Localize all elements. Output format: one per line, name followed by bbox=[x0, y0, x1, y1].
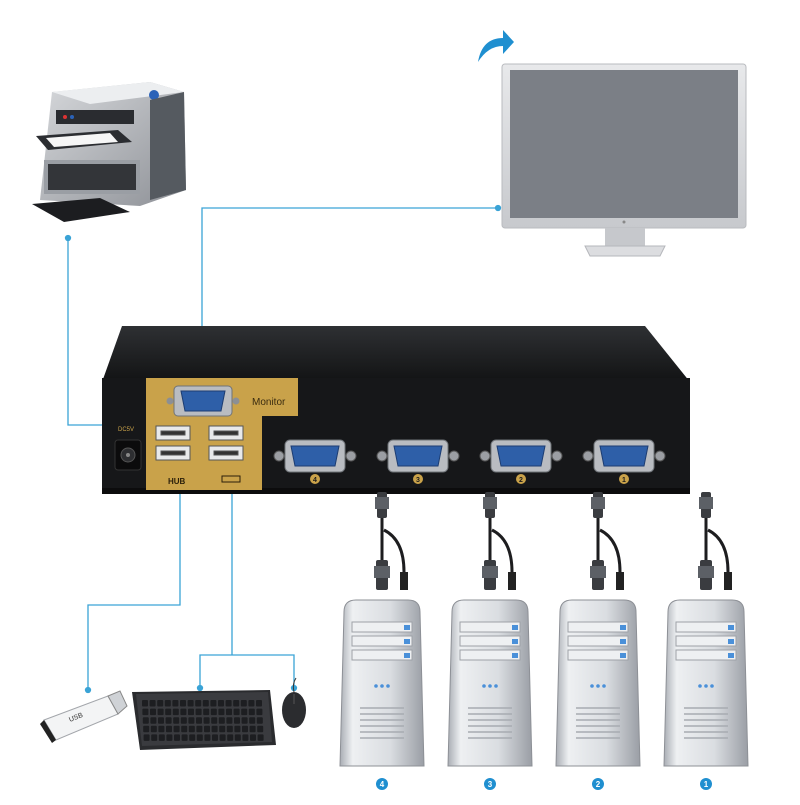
computers: 4 3 2 1 bbox=[339, 492, 749, 790]
computer-number-badge bbox=[484, 778, 496, 790]
tower-case bbox=[339, 599, 425, 767]
computer-number-label: 3 bbox=[488, 780, 493, 789]
kvm-cable bbox=[374, 492, 408, 590]
pc-vga-port-4: 4 bbox=[273, 439, 357, 484]
monitor bbox=[478, 30, 747, 257]
usb-ports bbox=[155, 425, 244, 461]
tower-case bbox=[447, 599, 533, 767]
arrow-icon bbox=[478, 30, 514, 62]
pc-port-number: 4 bbox=[313, 477, 317, 484]
usb-stick: USB bbox=[40, 690, 128, 743]
monitor-screen bbox=[510, 70, 738, 218]
pc-port-number: 2 bbox=[519, 477, 523, 484]
pc-vga-port-1: 1 bbox=[582, 439, 666, 484]
kvm-cable bbox=[590, 492, 624, 590]
keyboard bbox=[132, 690, 276, 750]
hub-label: HUB bbox=[168, 477, 186, 486]
monitor-vga-port bbox=[166, 385, 240, 417]
computer-number-badge bbox=[376, 778, 388, 790]
pc-port-number: 1 bbox=[622, 477, 626, 484]
computer-number-badge bbox=[700, 778, 712, 790]
kvm-switch: DC5V Monitor HUB 4 3 2 1 bbox=[102, 326, 690, 494]
tower-case bbox=[663, 599, 749, 767]
power-input: DC5V bbox=[114, 427, 142, 471]
computer-number-label: 2 bbox=[596, 780, 601, 789]
pc-vga-port-2: 2 bbox=[479, 439, 563, 484]
pc-port-number: 3 bbox=[416, 477, 420, 484]
computer-4: 4 bbox=[339, 492, 425, 790]
computer-3: 3 bbox=[447, 492, 533, 790]
kvm-cable bbox=[698, 492, 732, 590]
computer-2: 2 bbox=[555, 492, 641, 790]
computer-number-label: 1 bbox=[704, 780, 709, 789]
computer-number-label: 4 bbox=[380, 780, 385, 789]
usb-stick-cable-line bbox=[87, 490, 181, 690]
mouse bbox=[282, 677, 306, 728]
pc-vga-ports: 4 3 2 1 bbox=[273, 439, 666, 484]
power-label: DC5V bbox=[118, 427, 134, 433]
pc-vga-port-3: 3 bbox=[376, 439, 460, 484]
monitor-port-label: Monitor bbox=[252, 397, 286, 408]
tower-case bbox=[555, 599, 641, 767]
keyboard-mouse-port-icon bbox=[221, 475, 241, 483]
kvm-cable bbox=[482, 492, 516, 590]
computer-number-badge bbox=[592, 778, 604, 790]
computer-1: 1 bbox=[663, 492, 749, 790]
printer bbox=[32, 82, 186, 222]
